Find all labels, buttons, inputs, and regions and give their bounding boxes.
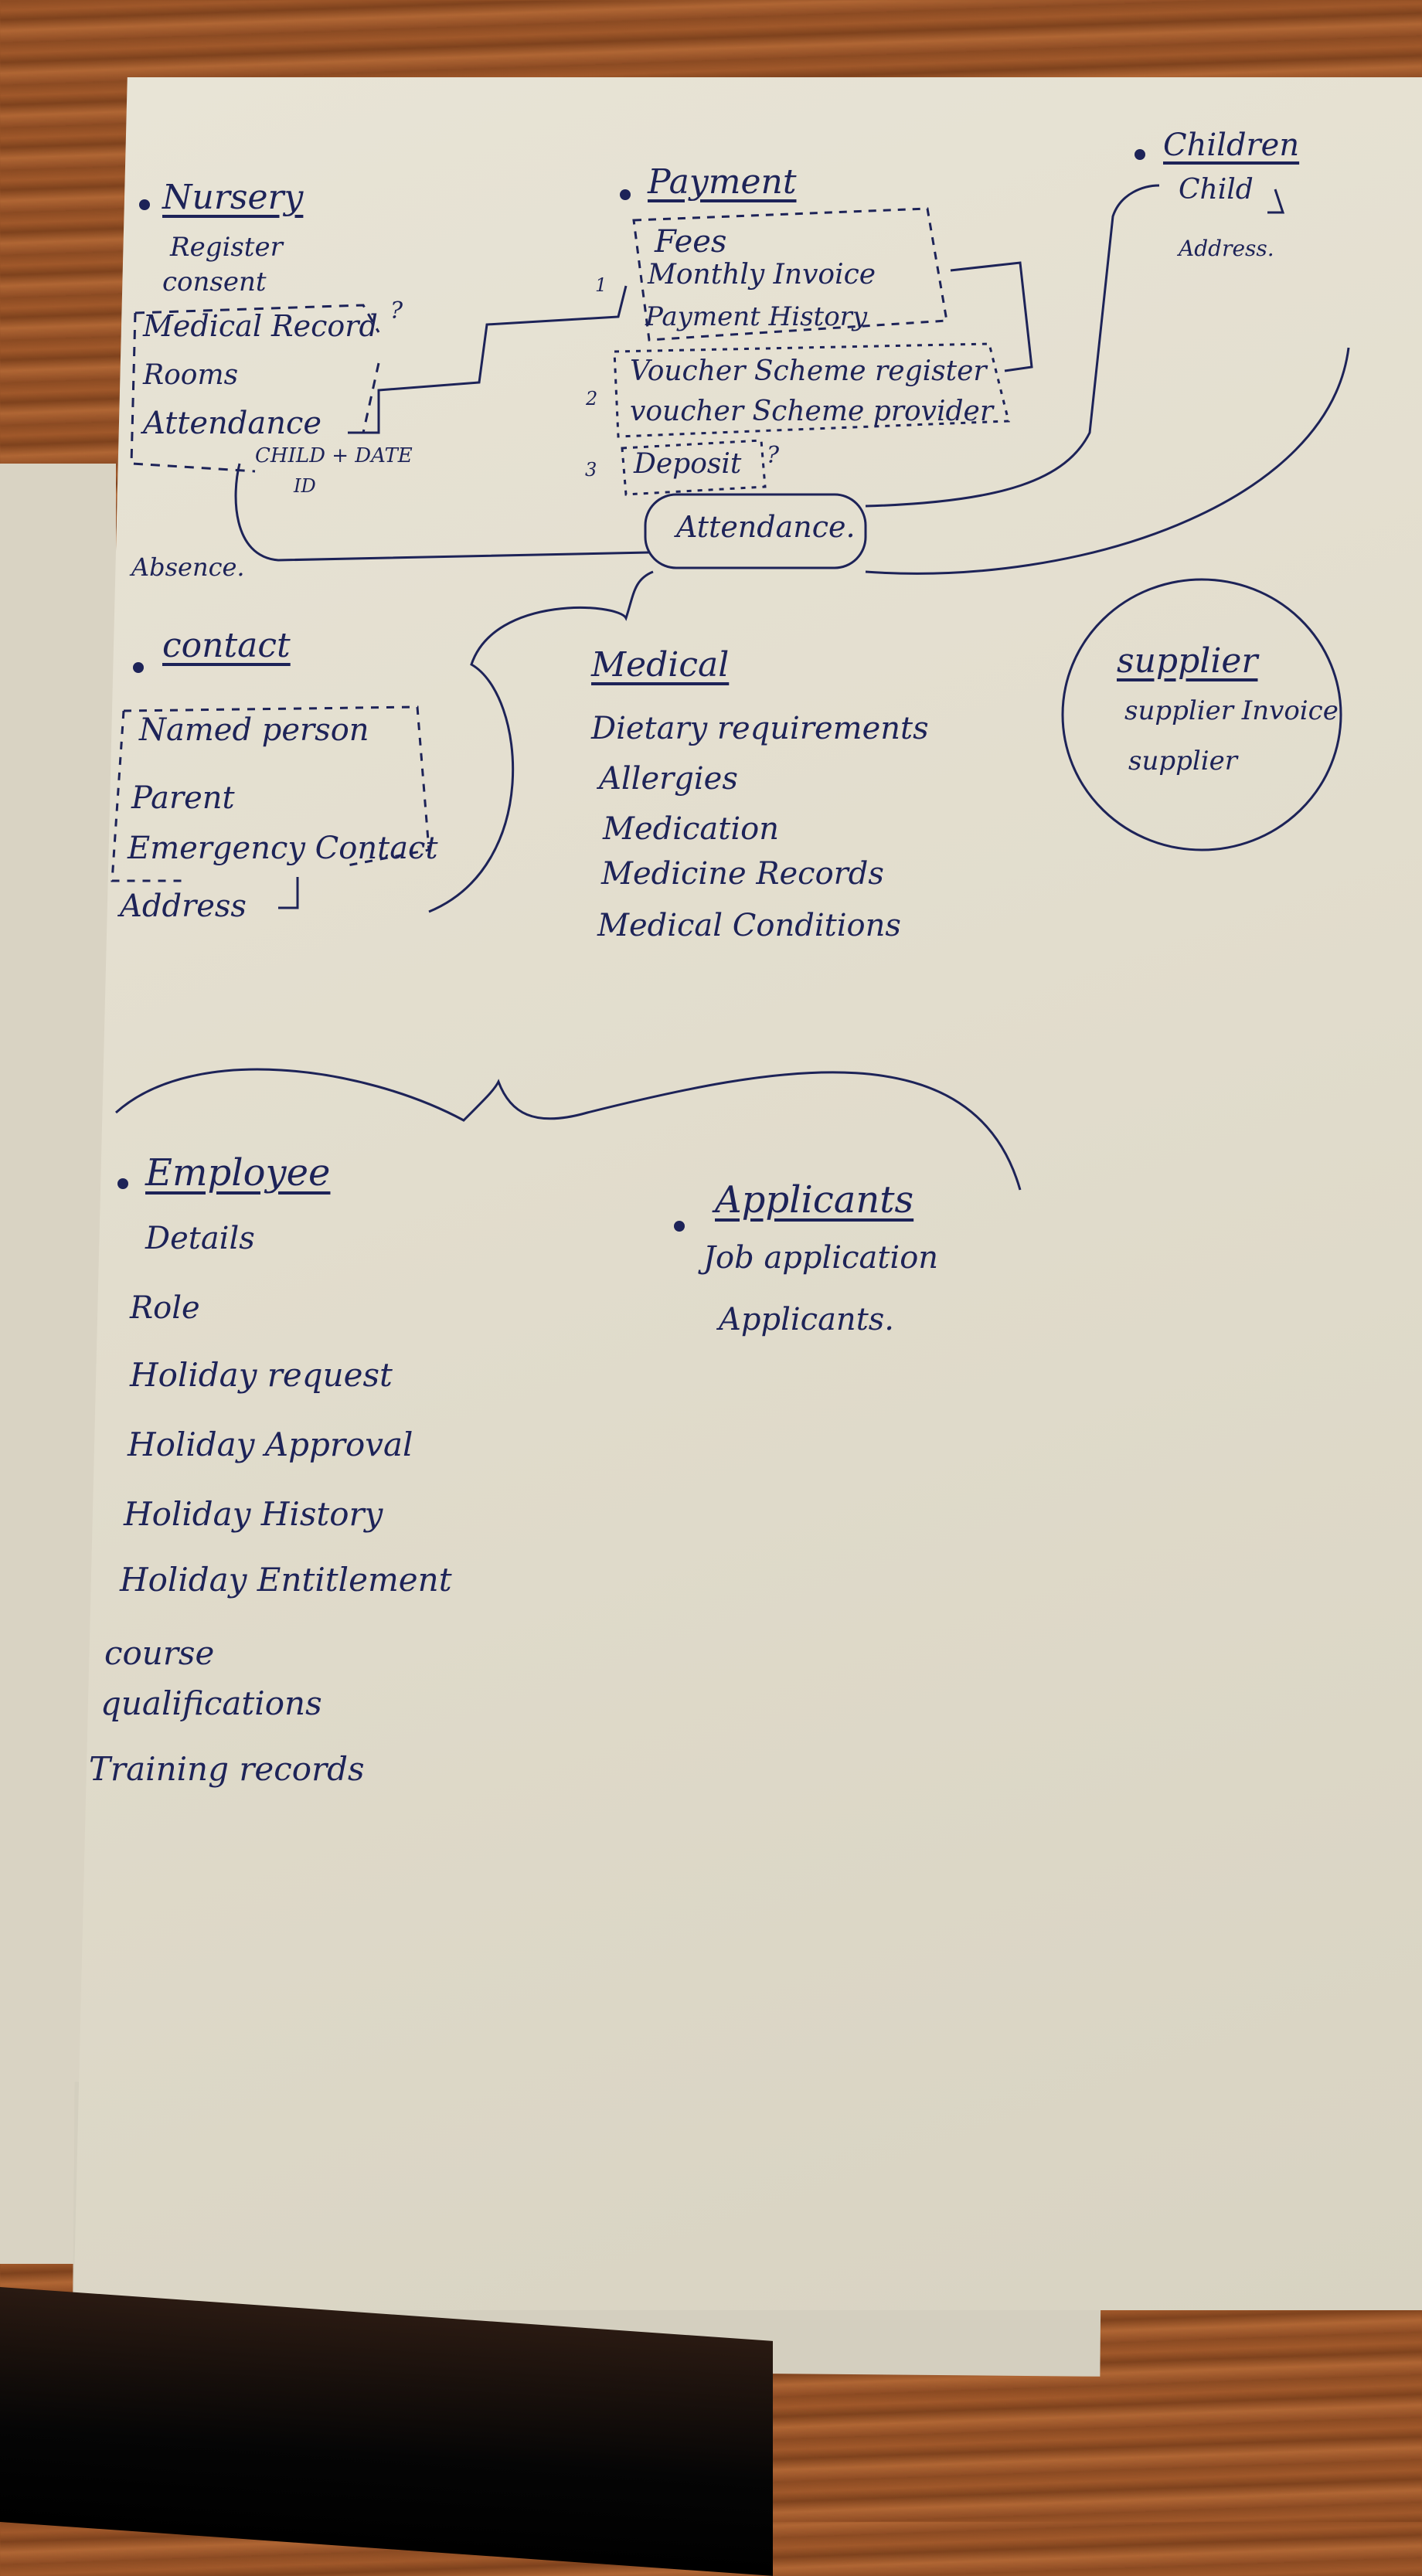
medical-item: Medicine Records	[601, 856, 884, 892]
employee-item: course	[104, 1634, 215, 1672]
applicants-item: Applicants.	[719, 1302, 895, 1337]
attendance-box-label: Attendance.	[676, 510, 856, 544]
nursery-loop	[234, 463, 650, 562]
brace-curve	[114, 1068, 1022, 1191]
children-bullet	[1135, 149, 1145, 160]
nursery-item: Rooms	[143, 359, 239, 391]
payment-item: Monthly Invoice	[648, 259, 876, 291]
applicants-title: Applicants	[715, 1178, 914, 1222]
children-title: Children	[1163, 127, 1300, 163]
children-item: Child	[1179, 174, 1254, 206]
medical-item: Allergies	[599, 761, 738, 797]
contact-dotted-box	[111, 705, 430, 882]
nursery-key-note: CHILD + DATE	[255, 444, 413, 467]
payment-group-number: 3	[585, 459, 597, 481]
absence-label: Absence.	[131, 552, 245, 582]
nursery-item: Attendance	[143, 406, 322, 441]
contact-bracket	[278, 877, 299, 909]
medical-item: Medical Conditions	[597, 908, 901, 943]
contact-bullet	[133, 662, 144, 673]
supplier-circle	[1061, 578, 1342, 851]
paper-sheet	[73, 77, 1422, 2310]
nursery-item: Medical Record	[143, 309, 378, 343]
nursery-question: ?	[390, 297, 403, 325]
medical-title: Medical	[591, 645, 730, 685]
supplier-item: supplier Invoice	[1124, 695, 1339, 726]
nursery-dotted-box	[130, 304, 380, 473]
medical-item: Medication	[603, 811, 779, 847]
payment-title: Payment	[648, 162, 797, 202]
supplier-item: supplier	[1128, 746, 1237, 777]
contact-item: Emergency Contact	[128, 831, 438, 866]
payment-item: Voucher Scheme register	[630, 355, 987, 387]
employee-item: Details	[145, 1221, 255, 1256]
medical-item: Dietary requirements	[591, 711, 929, 746]
employee-item: Training records	[89, 1750, 365, 1788]
right-arc	[865, 347, 1350, 575]
contact-item: Named person	[139, 712, 369, 748]
nursery-title: Nursery	[162, 178, 304, 217]
payment-bracket	[950, 261, 1033, 372]
payment-group-number: 1	[595, 274, 607, 296]
payment-dotted-box-2	[613, 342, 1010, 438]
children-item: Address.	[1179, 236, 1274, 261]
payment-group-number: 2	[586, 388, 598, 410]
children-connector	[865, 184, 1160, 508]
nursery-item: consent	[162, 267, 267, 297]
contact-title: contact	[162, 626, 291, 665]
employee-item: Role	[130, 1290, 200, 1326]
employee-title: Employee	[145, 1151, 331, 1195]
nursery-bullet	[139, 199, 150, 210]
nursery-payment-connector	[348, 285, 628, 434]
supplier-title: supplier	[1117, 641, 1258, 681]
payment-dotted-box-1	[632, 207, 948, 342]
nursery-key-note: ID	[294, 475, 316, 497]
children-bracket	[1267, 189, 1285, 214]
employee-bullet	[117, 1178, 128, 1189]
employee-item: Holiday Entitlement	[120, 1561, 452, 1599]
applicants-item: Job application	[703, 1240, 939, 1276]
attendance-box-outline	[644, 493, 867, 569]
nursery-item: Register	[170, 232, 283, 263]
payment-bullet	[620, 189, 631, 200]
employee-item: Holiday Approval	[128, 1426, 413, 1463]
contact-item: Address	[120, 889, 247, 924]
payment-item: Fees	[655, 224, 727, 260]
employee-item: Holiday request	[130, 1356, 393, 1394]
payment-item: Payment History	[645, 301, 868, 332]
payment-question: ?	[767, 442, 780, 469]
deposit-dotted-box	[621, 439, 767, 496]
applicants-bullet	[674, 1221, 685, 1232]
payment-item: Deposit	[634, 448, 742, 480]
medical-bracket	[428, 570, 654, 913]
payment-item: voucher Scheme provider	[630, 396, 994, 427]
employee-item: qualifications	[100, 1684, 322, 1722]
contact-item: Parent	[131, 780, 235, 816]
employee-item: Holiday History	[124, 1495, 383, 1533]
sketch-lines	[111, 184, 1350, 1191]
